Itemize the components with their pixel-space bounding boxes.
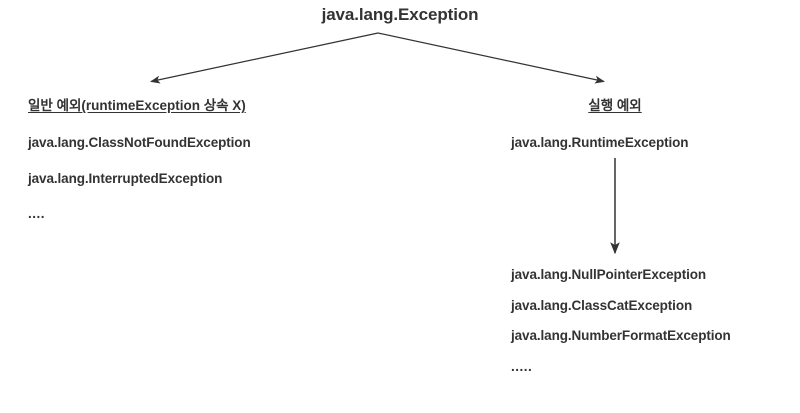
ellipsis-runtime-exception: ..... bbox=[511, 359, 533, 374]
leaf-class-not-found-exception: java.lang.ClassNotFoundException bbox=[28, 135, 251, 150]
ellipsis-checked-exception: .... bbox=[28, 206, 46, 221]
branch-label-checked-exception: 일반 예외(runtimeException 상속 X) bbox=[28, 98, 246, 113]
node-runtime-exception: java.lang.RuntimeException bbox=[511, 135, 689, 150]
root-to-right-arrow bbox=[377, 32, 605, 84]
root-to-left-arrow bbox=[150, 32, 379, 84]
branch-label-runtime-exception: 실행 예외 bbox=[588, 98, 642, 113]
leaf-null-pointer-exception: java.lang.NullPointerException bbox=[511, 267, 707, 282]
root-node-label: java.lang.Exception bbox=[321, 5, 479, 24]
leaf-interrupted-exception: java.lang.InterruptedException bbox=[28, 171, 223, 186]
leaf-class-cat-exception: java.lang.ClassCatException bbox=[511, 298, 693, 313]
leaf-number-format-exception: java.lang.NumberFormatException bbox=[511, 328, 731, 343]
